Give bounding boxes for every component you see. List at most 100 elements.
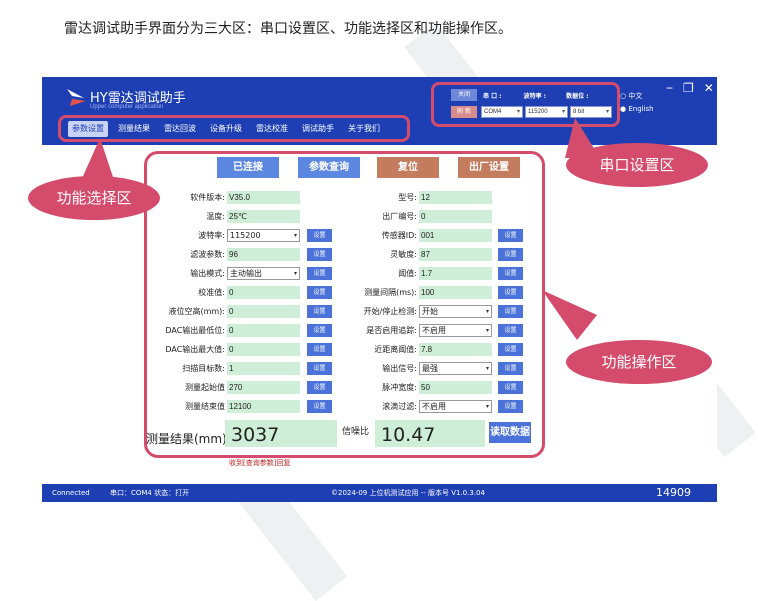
set-button[interactable]: 设置 xyxy=(307,229,332,242)
filter-param-value[interactable]: 96 xyxy=(227,248,300,261)
pulse-width-value[interactable]: 50 xyxy=(419,381,492,394)
calibration-value[interactable]: 0 xyxy=(227,286,300,299)
field-row: 校准值: 0 设置 xyxy=(42,286,342,299)
dac-max-value[interactable]: 0 xyxy=(227,343,300,356)
field-row: 传感器ID: 001 设置 xyxy=(342,229,542,242)
port-select[interactable]: COM4▾ xyxy=(481,106,523,118)
port-label: 串 口 : xyxy=(483,92,502,100)
set-button[interactable]: 设置 xyxy=(498,343,523,356)
baud-rate-select[interactable]: 115200▾ xyxy=(227,229,300,242)
field-row: 温度: 25℃ xyxy=(42,210,342,223)
ack-message: 收到[查询参数]回复 xyxy=(229,459,291,467)
field-row: 近距离阈值: 7.8 设置 xyxy=(342,343,542,356)
field-row: 型号: 12 xyxy=(342,191,542,204)
set-button[interactable]: 设置 xyxy=(498,362,523,375)
chevron-down-icon: ▾ xyxy=(485,365,489,372)
measure-interval-value[interactable]: 100 xyxy=(419,286,492,299)
set-button[interactable]: 设置 xyxy=(307,286,332,299)
set-button[interactable]: 设置 xyxy=(307,343,332,356)
set-button[interactable]: 设置 xyxy=(307,324,332,337)
function-select-callout-pointer xyxy=(80,138,115,183)
chevron-down-icon: ▾ xyxy=(605,109,609,115)
field-row: 开始/停止检测: 开始▾ 设置 xyxy=(342,305,542,318)
near-threshold-value[interactable]: 7.8 xyxy=(419,343,492,356)
result-value: 3037 xyxy=(225,420,337,447)
set-button[interactable]: 设置 xyxy=(498,229,523,242)
set-button[interactable]: 设置 xyxy=(498,248,523,261)
reset-button[interactable]: 复位 xyxy=(377,157,439,178)
field-row: DAC输出最低位: 0 设置 xyxy=(42,324,342,337)
lang-en-radio[interactable]: ● English xyxy=(620,105,654,113)
dac-min-value[interactable]: 0 xyxy=(227,324,300,337)
threshold-value[interactable]: 1.7 xyxy=(419,267,492,280)
set-button[interactable]: 设置 xyxy=(498,400,523,413)
detect-start-stop-select[interactable]: 开始▾ xyxy=(419,305,492,318)
output-mode-select[interactable]: 主动输出▾ xyxy=(227,267,300,280)
tab-params[interactable]: 参数设置 xyxy=(68,121,108,137)
tab-debug[interactable]: 调试助手 xyxy=(302,124,334,133)
measure-end-value[interactable]: 12100 xyxy=(227,400,300,413)
tab-calibrate[interactable]: 雷达校准 xyxy=(256,124,288,133)
counter-value: 14909 xyxy=(656,486,691,499)
sensor-id-value[interactable]: 001 xyxy=(419,229,492,242)
serial-area-highlight xyxy=(431,82,620,127)
intro-text: 雷达调试助手界面分为三大区：串口设置区、功能选择区和功能操作区。 xyxy=(64,21,512,37)
radar-logo-icon xyxy=(67,89,86,106)
lang-zh-radio[interactable]: ○ 中文 xyxy=(620,92,643,100)
snr-label: 信噪比 xyxy=(342,427,370,437)
chevron-down-icon: ▾ xyxy=(293,232,297,239)
tab-measure[interactable]: 测量结果 xyxy=(118,124,150,133)
drip-filter-select[interactable]: 不启用▾ xyxy=(419,400,492,413)
close-icon[interactable]: ✕ xyxy=(703,81,714,95)
set-button[interactable]: 设置 xyxy=(307,362,332,375)
scan-target-count-value[interactable]: 1 xyxy=(227,362,300,375)
tab-about[interactable]: 关于我们 xyxy=(348,124,380,133)
snr-value: 10.47 xyxy=(375,420,485,447)
tracking-select[interactable]: 不启用▾ xyxy=(419,324,492,337)
field-row: 液位空高(mm): 0 设置 xyxy=(42,305,342,318)
minimize-icon[interactable]: − xyxy=(666,81,674,95)
field-row: 出厂编号: 0 xyxy=(342,210,542,223)
app-subtitle: Upper computer application xyxy=(90,104,164,110)
set-button[interactable]: 设置 xyxy=(307,400,332,413)
liquid-empty-height-value[interactable]: 0 xyxy=(227,305,300,318)
set-button[interactable]: 设置 xyxy=(307,305,332,318)
restore-icon[interactable]: ❐ xyxy=(683,81,694,95)
refresh-button[interactable]: 刷 新 xyxy=(451,106,477,118)
field-row: 灵敏度: 87 设置 xyxy=(342,248,542,261)
field-row: DAC输出最大值: 0 设置 xyxy=(42,343,342,356)
set-button[interactable]: 设置 xyxy=(498,267,523,280)
databits-select[interactable]: 8 bit▾ xyxy=(570,106,612,118)
close-port-button[interactable]: 关闭 xyxy=(451,89,477,101)
tab-echo[interactable]: 雷达回波 xyxy=(164,124,196,133)
read-data-button[interactable]: 读取数据 xyxy=(489,422,531,443)
field-row: 脉冲宽度: 50 设置 xyxy=(342,381,542,394)
serial-area-callout: 串口设置区 xyxy=(566,143,708,187)
connected-button[interactable]: 已连接 xyxy=(217,157,279,178)
field-row: 波特率: 115200▾ 设置 xyxy=(42,229,342,242)
query-params-button[interactable]: 参数查询 xyxy=(298,157,360,178)
measure-start-value[interactable]: 270 xyxy=(227,381,300,394)
field-row: 是否启用追踪: 不启用▾ 设置 xyxy=(342,324,542,337)
field-row: 扫描目标数: 1 设置 xyxy=(42,362,342,375)
sensitivity-value[interactable]: 87 xyxy=(419,248,492,261)
language-switch: ○ 中文 ● English xyxy=(620,90,654,116)
chevron-down-icon: ▾ xyxy=(293,270,297,277)
set-button[interactable]: 设置 xyxy=(498,381,523,394)
output-signal-select[interactable]: 最强▾ xyxy=(419,362,492,375)
set-button[interactable]: 设置 xyxy=(307,381,332,394)
set-button[interactable]: 设置 xyxy=(498,324,523,337)
set-button[interactable]: 设置 xyxy=(498,286,523,299)
baud-select[interactable]: 115200▾ xyxy=(525,106,568,118)
software-version-value: V35.0 xyxy=(227,191,300,204)
set-button[interactable]: 设置 xyxy=(498,305,523,318)
field-row: 阈值: 1.7 设置 xyxy=(342,267,542,280)
set-button[interactable]: 设置 xyxy=(307,267,332,280)
tab-upgrade[interactable]: 设备升级 xyxy=(210,124,242,133)
field-row: 测量间隔(ms): 100 设置 xyxy=(342,286,542,299)
temperature-value: 25℃ xyxy=(227,210,300,223)
factory-reset-button[interactable]: 出厂设置 xyxy=(458,157,520,178)
app-header: HY雷达调试助手 Upper computer application 参数设置… xyxy=(42,77,717,145)
set-button[interactable]: 设置 xyxy=(307,248,332,261)
chevron-down-icon: ▾ xyxy=(516,109,520,115)
